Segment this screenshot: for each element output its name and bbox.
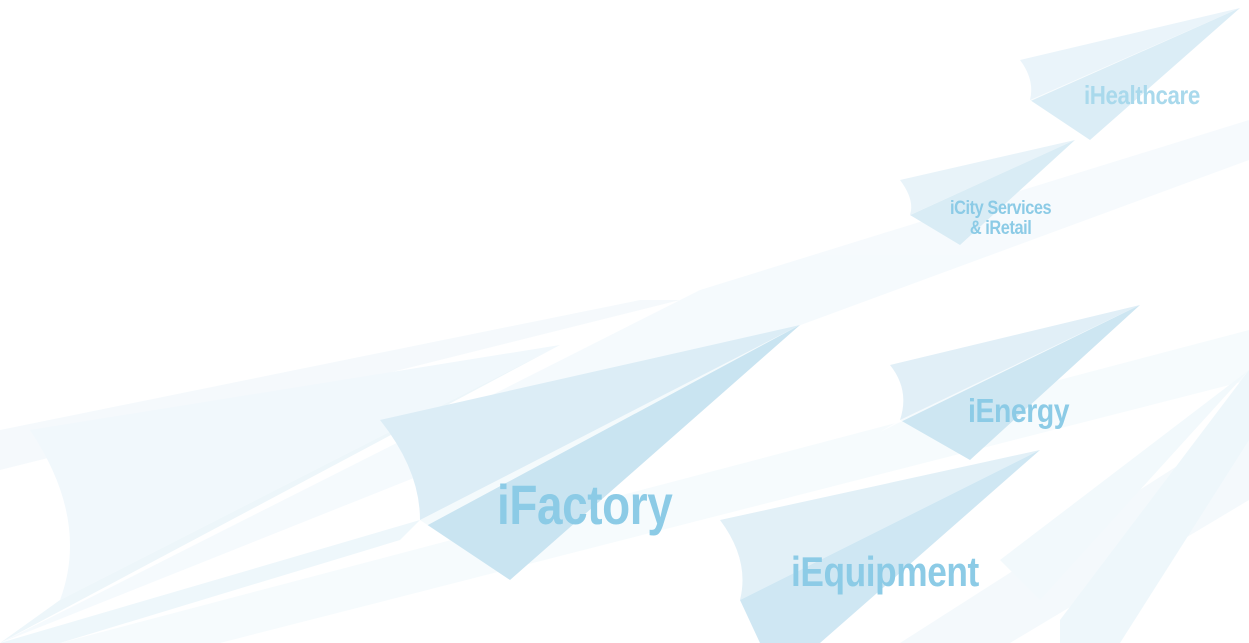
ifactory-label: iFactory xyxy=(497,472,672,537)
icity-label-line1: iCity Services xyxy=(950,199,1051,219)
ienergy-label: iEnergy xyxy=(968,392,1069,430)
iequipment-label: iEquipment xyxy=(791,548,979,596)
ihealthcare-label: iHealthcare xyxy=(1084,80,1200,111)
icity-label-line2: & iRetail xyxy=(950,219,1051,239)
healthcare-plane xyxy=(1015,8,1240,140)
icity-retail-label: iCity Services & iRetail xyxy=(950,199,1051,239)
